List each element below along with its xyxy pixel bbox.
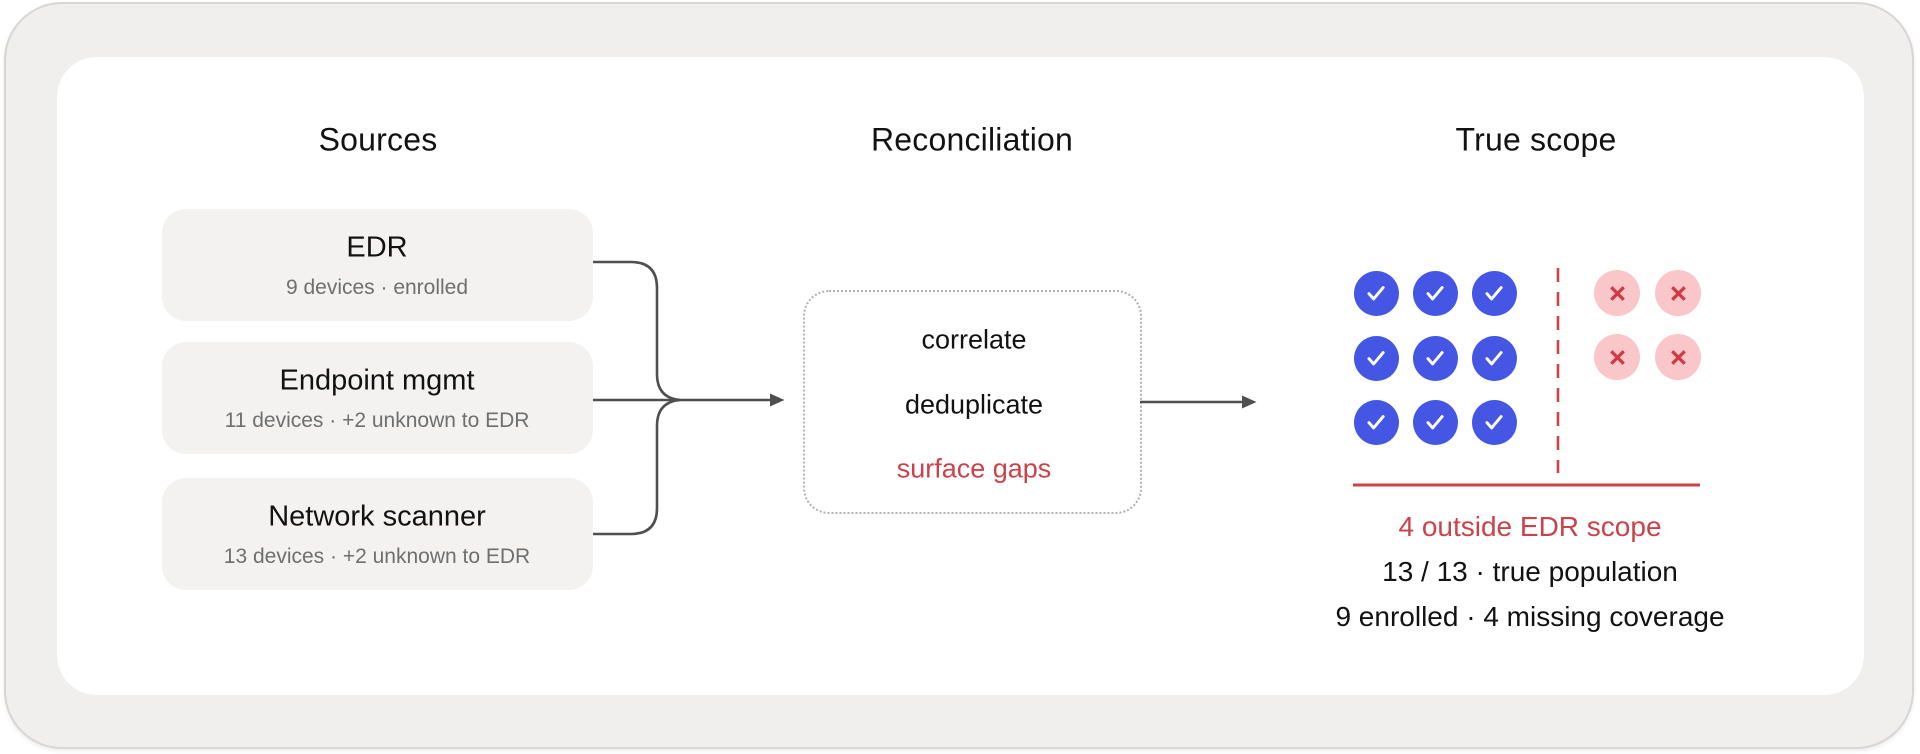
enrolled-device [1353, 270, 1399, 316]
reconciliation-step-correlate: correlate [921, 324, 1027, 355]
enrolled-device [1353, 335, 1399, 381]
column-title-sources: Sources [318, 121, 438, 158]
check-icon [1426, 415, 1444, 430]
x-icon [1670, 349, 1686, 365]
check-icon [1485, 415, 1503, 430]
reconciliation-box: correlate deduplicate surface gaps [803, 290, 1142, 514]
source-box-endpoint-mgmt: Endpoint mgmt 11 devices · +2 unknown to… [162, 342, 593, 454]
check-icon [1367, 415, 1385, 430]
stat-line-true-population: 13 / 13 · true population [1382, 556, 1678, 587]
reconciliation-step-surface-gaps: surface gaps [896, 453, 1052, 484]
enrolled-device [1353, 399, 1399, 445]
check-icon [1426, 351, 1444, 366]
source-box-subtitle: 9 devices · enrolled [285, 276, 469, 299]
x-icon [1670, 285, 1686, 301]
x-icon [1609, 349, 1625, 365]
missing-device [1594, 270, 1640, 316]
stat-line-enrolled-missing: 9 enrolled · 4 missing coverage [1335, 601, 1725, 632]
source-box-subtitle: 11 devices · +2 unknown to EDR [224, 409, 530, 432]
enrolled-device [1471, 399, 1517, 445]
reconciliation-step-deduplicate: deduplicate [904, 389, 1044, 420]
missing-device [1594, 334, 1640, 380]
missing-device [1655, 334, 1701, 380]
source-box-title: Network scanner [268, 500, 486, 533]
source-box-network-scanner: Network scanner 13 devices · +2 unknown … [162, 478, 593, 590]
enrolled-device [1412, 335, 1458, 381]
enrolled-device [1471, 335, 1517, 381]
x-icon [1609, 285, 1625, 301]
source-box-subtitle: 13 devices · +2 unknown to EDR [223, 545, 531, 568]
column-title-reconciliation: Reconciliation [870, 121, 1074, 158]
check-icon [1485, 286, 1503, 301]
source-box-title: EDR [346, 231, 408, 264]
check-icon [1367, 286, 1385, 301]
check-icon [1485, 351, 1503, 366]
enrolled-device [1412, 399, 1458, 445]
stat-line-outside-scope: 4 outside EDR scope [1398, 511, 1662, 542]
check-icon [1426, 286, 1444, 301]
column-title-true-scope: True scope [1455, 121, 1617, 158]
enrolled-device [1471, 270, 1517, 316]
source-box-edr: EDR 9 devices · enrolled [162, 209, 593, 321]
check-icon [1367, 351, 1385, 366]
enrolled-device [1412, 270, 1458, 316]
missing-device [1655, 270, 1701, 316]
source-box-title: Endpoint mgmt [279, 364, 475, 397]
